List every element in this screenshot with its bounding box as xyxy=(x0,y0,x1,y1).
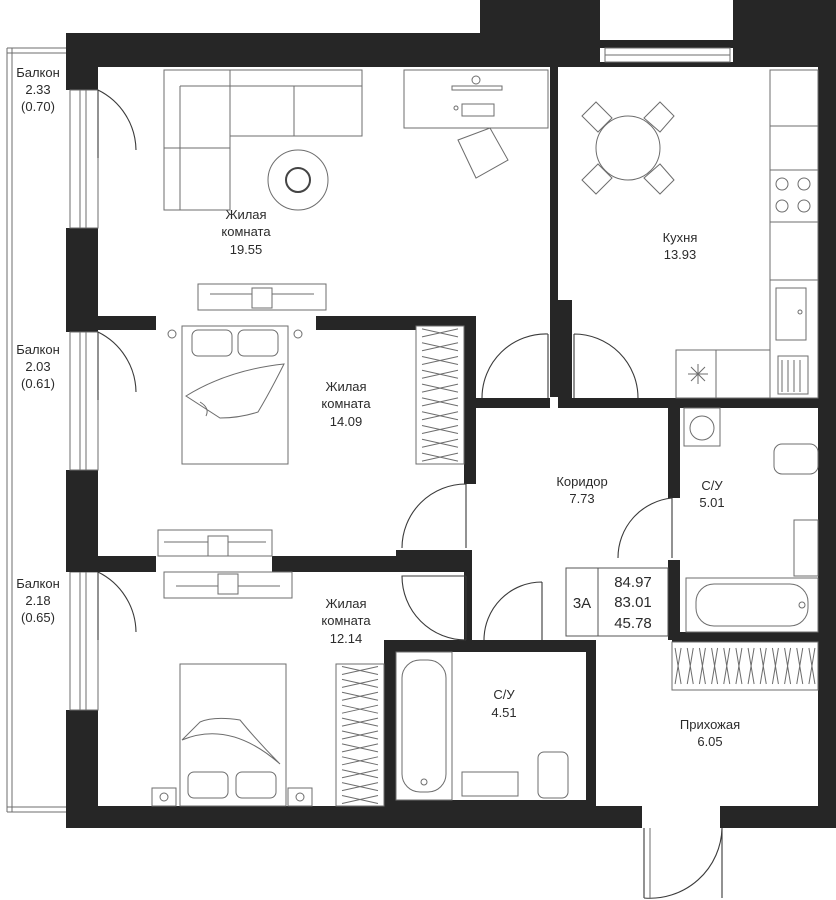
sofa xyxy=(163,69,363,211)
bedroom-mid-name-2: комната xyxy=(321,396,371,411)
kitchen-door xyxy=(573,333,639,399)
bath-bottom-name: С/У xyxy=(493,687,515,702)
balcony-door-2 xyxy=(97,331,137,400)
bedroom-bottom-name-2: комната xyxy=(321,613,371,628)
bath-bottom-fixtures xyxy=(395,651,569,801)
balcony-door-1 xyxy=(97,89,137,158)
desk xyxy=(403,69,549,179)
bedroom-mid-door xyxy=(401,483,467,549)
bedroom-bottom-door xyxy=(401,575,467,641)
wardrobe-hangers xyxy=(421,328,459,462)
kitchen-counter xyxy=(675,69,819,399)
bath-right-name: С/У xyxy=(701,478,723,493)
balcony-2-reduced: (0.61) xyxy=(21,376,55,391)
balcony-door-3 xyxy=(97,571,137,640)
entrance-door xyxy=(643,827,723,899)
bedroom-bottom-area: 12.14 xyxy=(330,631,363,646)
balcony-1-name: Балкон xyxy=(16,65,60,80)
living-top-area: 19.55 xyxy=(230,242,263,257)
doors xyxy=(97,89,723,899)
wardrobe-hangers xyxy=(341,665,379,805)
kitchen-name: Кухня xyxy=(663,230,698,245)
hallway-name: Прихожая xyxy=(680,717,740,732)
living-area: 45.78 xyxy=(614,615,652,632)
apartment-type: 3А xyxy=(573,595,591,612)
balcony-3-name: Балкон xyxy=(16,576,60,591)
balcony-1-reduced: (0.70) xyxy=(21,99,55,114)
corridor-area: 7.73 xyxy=(569,491,594,506)
bath-right-door xyxy=(617,497,673,559)
corridor-name: Коридор xyxy=(556,474,607,489)
walls xyxy=(66,0,836,828)
balcony-2-area: 2.03 xyxy=(25,359,50,374)
round-rug xyxy=(267,149,329,211)
bedroom-mid-name-1: Жилая xyxy=(325,379,366,394)
area-summary-box xyxy=(565,567,669,637)
bath-right-fixtures xyxy=(683,407,819,633)
area-2: 83.01 xyxy=(614,594,652,611)
living-door xyxy=(481,333,549,399)
balcony-2-name: Балкон xyxy=(16,342,60,357)
living-top-name-1: Жилая xyxy=(225,207,266,222)
hallway-area: 6.05 xyxy=(697,734,722,749)
balcony-3-reduced: (0.65) xyxy=(21,610,55,625)
balcony-1-area: 2.33 xyxy=(25,82,50,97)
wardrobe-hangers xyxy=(674,647,816,685)
bed-bottom xyxy=(151,663,313,807)
bedroom-bottom-name-1: Жилая xyxy=(325,596,366,611)
total-area: 84.97 xyxy=(614,574,652,591)
kitchen-area: 13.93 xyxy=(664,247,697,262)
living-top-name-2: комната xyxy=(221,224,271,239)
wardrobe-bottom xyxy=(335,663,385,807)
tv-console-mid xyxy=(157,529,273,557)
tv-console-bottom xyxy=(163,571,293,599)
bath-bottom-door xyxy=(483,581,543,641)
dining-table xyxy=(581,101,675,195)
room-labels: Балкон 2.33 (0.70) Балкон 2.03 (0.61) Ба… xyxy=(16,65,740,749)
wardrobe-mid xyxy=(415,325,465,465)
balcony-strip xyxy=(6,47,66,813)
bed-mid xyxy=(167,325,303,465)
hallway-wardrobe xyxy=(671,641,819,691)
bath-bottom-area: 4.51 xyxy=(491,705,516,720)
tv-console-living xyxy=(197,283,327,311)
bath-right-area: 5.01 xyxy=(699,495,724,510)
bedroom-mid-area: 14.09 xyxy=(330,414,363,429)
balcony-3-area: 2.18 xyxy=(25,593,50,608)
